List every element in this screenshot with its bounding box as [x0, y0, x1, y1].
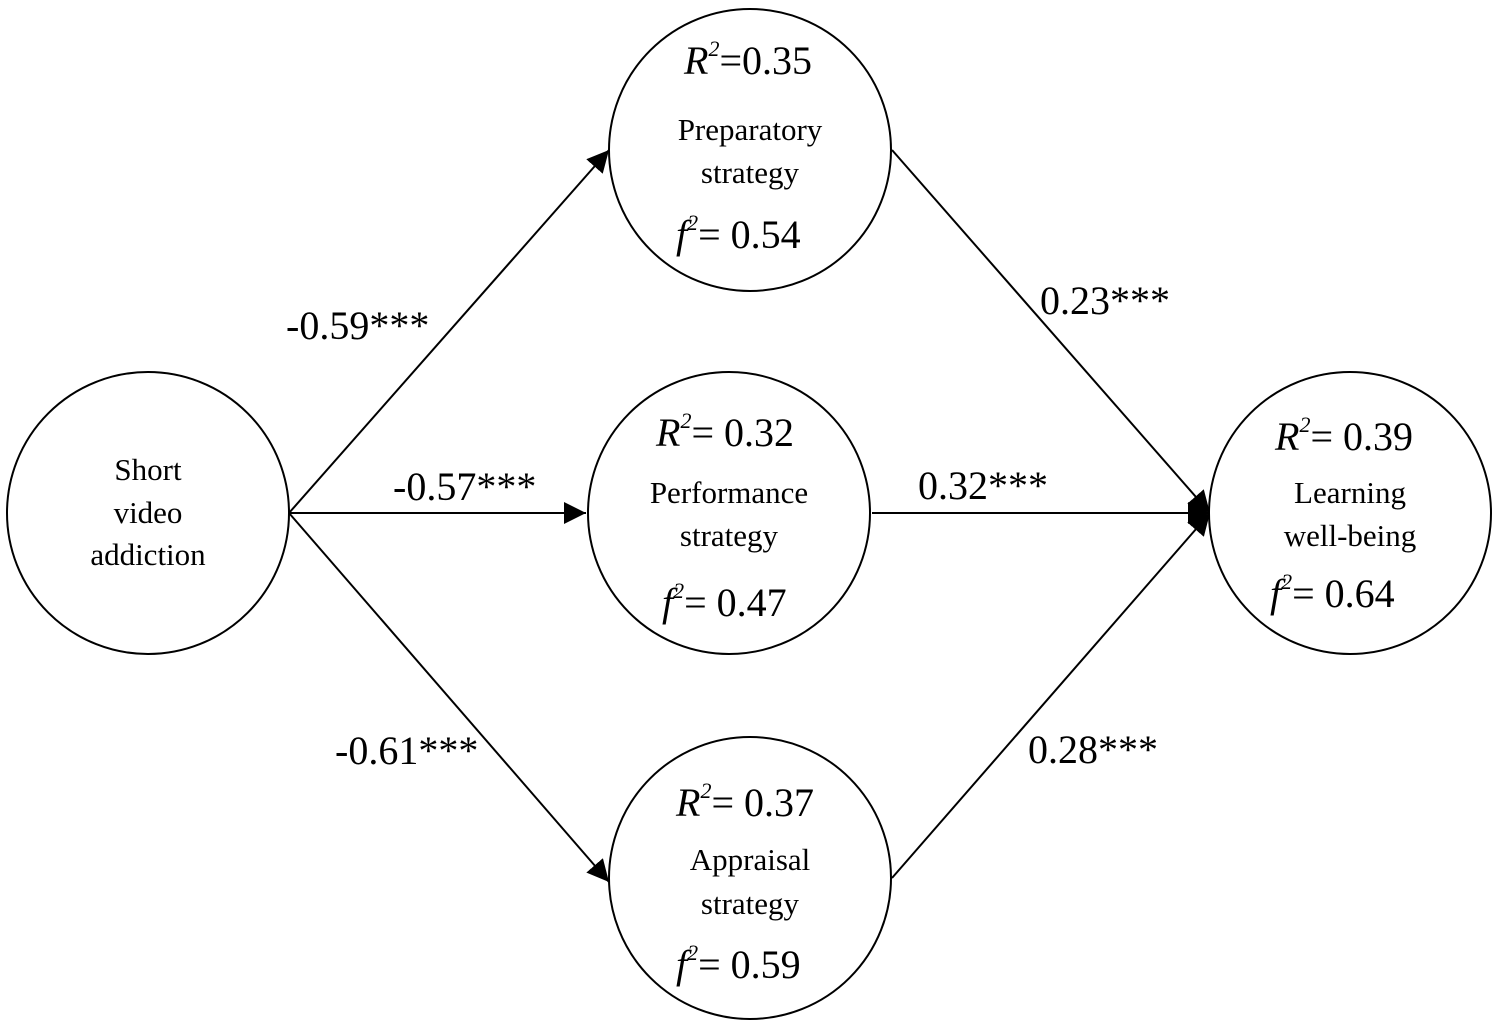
node-label-line: well-being	[1284, 518, 1417, 553]
f-squared-value: = 0.64	[1292, 571, 1395, 616]
node-label-line: Appraisal	[690, 842, 811, 877]
r-squared-value: = 0.39	[1310, 414, 1413, 459]
coef-appraisal-to-learning: 0.28***	[1028, 727, 1158, 772]
node-short-video-addiction: Short video addiction	[6, 371, 290, 655]
node-label-line: Learning	[1294, 475, 1406, 510]
f-squared-value: = 0.47	[684, 580, 787, 625]
node-label-line: strategy	[680, 518, 779, 553]
r-squared-value: =0.35	[719, 38, 812, 83]
r-symbol: R	[683, 38, 708, 83]
node-label-line: Performance	[650, 475, 808, 510]
r-squared: R2= 0.37	[675, 778, 814, 825]
arrow-preparatory-to-learning	[891, 149, 1211, 514]
f-squared: f2= 0.47	[662, 578, 787, 625]
r-squared: R2= 0.32	[655, 408, 794, 455]
f-squared: f2= 0.54	[676, 210, 801, 257]
coef-short-video-to-performance: -0.57***	[393, 464, 536, 509]
node-label-line: strategy	[701, 886, 800, 921]
coef-short-video-to-appraisal: -0.61***	[335, 728, 478, 773]
arrow-short-video-to-preparatory	[288, 149, 610, 514]
arrow-short-video-to-appraisal	[288, 512, 610, 883]
node-label-line: Short	[114, 452, 182, 487]
node-label-line: video	[114, 495, 183, 530]
superscript: 2	[700, 778, 711, 803]
node-performance-strategy: R2= 0.32 Performance strategy f2= 0.47	[587, 371, 871, 655]
r-squared-value: = 0.37	[711, 780, 814, 825]
node-label-line: addiction	[90, 537, 206, 572]
superscript: 2	[673, 578, 684, 603]
node-label-line: strategy	[701, 155, 800, 190]
coef-performance-to-learning: 0.32***	[918, 463, 1048, 508]
superscript: 2	[708, 36, 719, 61]
superscript: 2	[687, 210, 698, 235]
r-symbol: R	[655, 410, 680, 455]
r-squared: R2= 0.39	[1274, 412, 1413, 459]
node-preparatory-strategy: R2=0.35 Preparatory strategy f2= 0.54	[608, 8, 892, 292]
f-squared-value: = 0.54	[698, 212, 801, 257]
node-label-line: Preparatory	[678, 112, 823, 147]
f-squared-value: = 0.59	[698, 942, 801, 987]
superscript: 2	[1299, 412, 1310, 437]
node-appraisal-strategy: R2= 0.37 Appraisal strategy f2= 0.59	[608, 736, 892, 1020]
r-squared: R2=0.35	[683, 36, 812, 83]
superscript: 2	[687, 940, 698, 965]
superscript: 2	[1281, 569, 1292, 594]
coef-short-video-to-preparatory: -0.59***	[286, 303, 429, 348]
coef-preparatory-to-learning: 0.23***	[1040, 278, 1170, 323]
node-learning-well-being: R2= 0.39 Learning well-being f2= 0.64	[1208, 371, 1492, 655]
r-symbol: R	[1274, 414, 1299, 459]
r-symbol: R	[675, 780, 700, 825]
r-squared-value: = 0.32	[691, 410, 794, 455]
path-coefficients: -0.59*** -0.57*** -0.61*** 0.23*** 0.32*…	[286, 278, 1170, 773]
superscript: 2	[680, 408, 691, 433]
path-arrows	[288, 149, 1211, 883]
arrow-appraisal-to-learning	[891, 512, 1211, 879]
